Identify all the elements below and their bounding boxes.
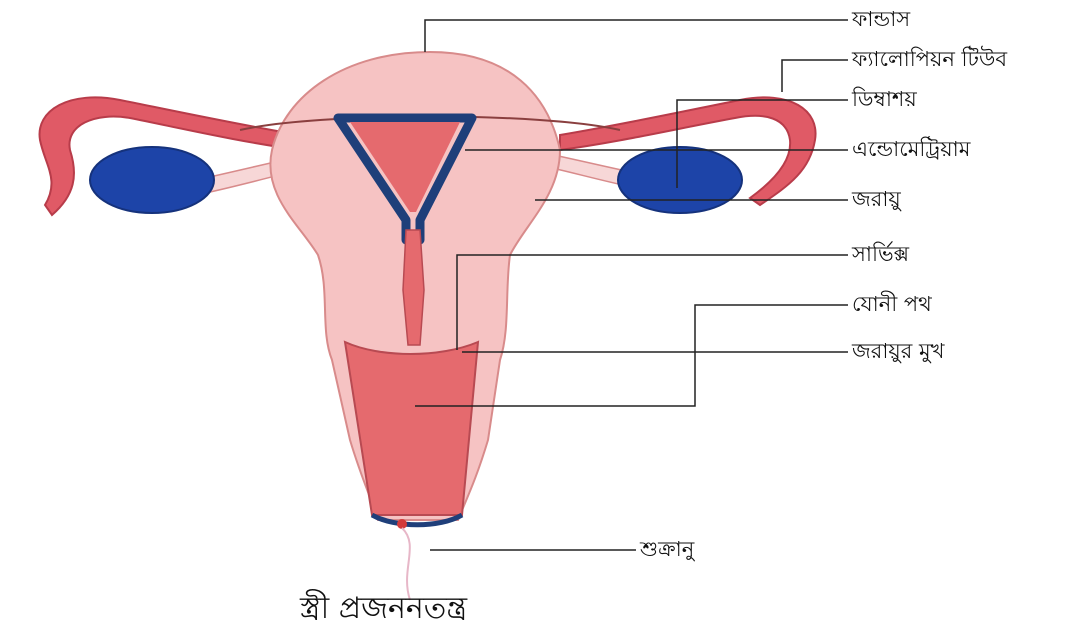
vaginal-canal <box>345 342 478 515</box>
leader-line-fundus <box>425 20 848 52</box>
right-ovary <box>618 147 742 213</box>
label-cervix: সার্ভিক্স <box>852 244 909 265</box>
label-cervical-os: জরায়ুর মুখ <box>852 341 944 362</box>
label-vagina: যোনী পথ <box>852 294 932 315</box>
sperm-head <box>397 519 407 529</box>
label-fallopian-tube: ফ্যালোপিয়ন টিউব <box>852 49 1007 70</box>
sperm-tail <box>402 528 410 600</box>
label-uterus: জরায়ু <box>852 189 901 210</box>
label-ovary: ডিম্বাশয় <box>852 89 917 110</box>
label-fundus: ফান্ডাস <box>852 9 910 30</box>
leader-line-cervix <box>457 255 848 350</box>
leader-line-fallopian-tube <box>782 60 848 92</box>
left-ovary <box>90 147 214 213</box>
label-sperm: শুক্রানু <box>640 539 694 560</box>
cervical-canal <box>403 230 424 345</box>
diagram-title: স্ত্রী প্রজননতন্ত্র <box>300 594 467 624</box>
label-endometrium: এন্ডোমেট্রিয়াম <box>852 139 970 160</box>
